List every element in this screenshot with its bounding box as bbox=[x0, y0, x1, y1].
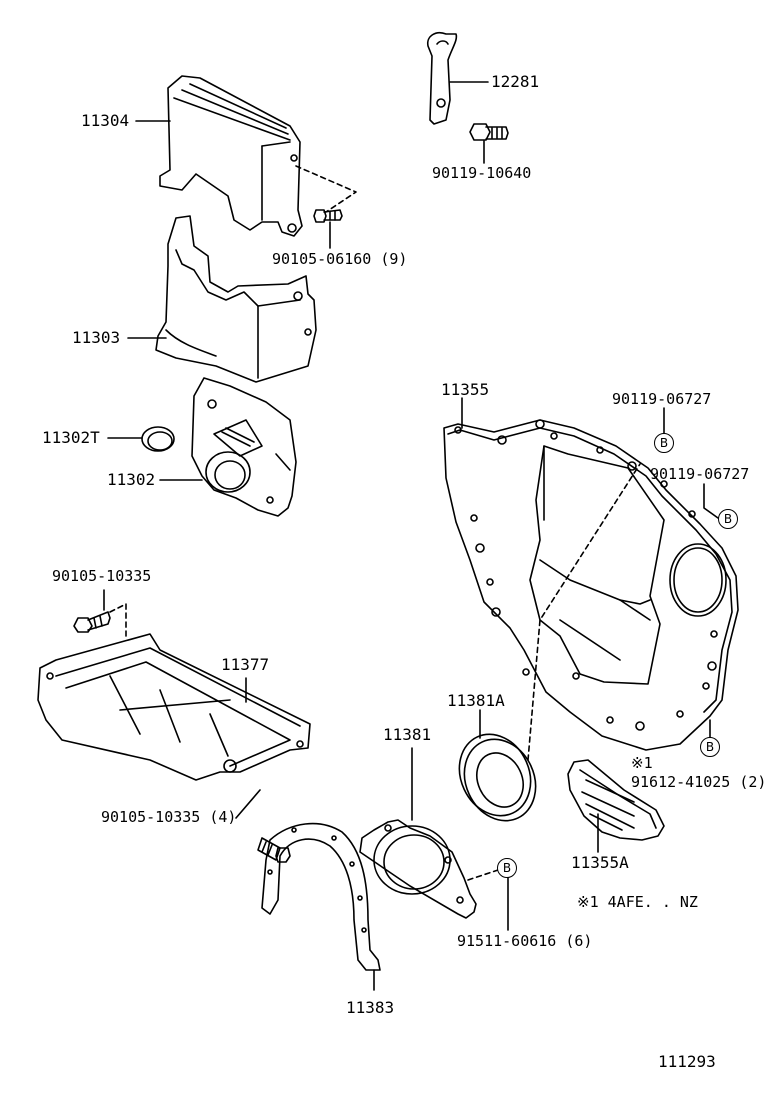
note-mark: ※1 bbox=[631, 754, 653, 772]
upper-cover-11304 bbox=[159, 75, 303, 237]
plug-11302T bbox=[141, 426, 175, 452]
reference-b-marker: B bbox=[700, 737, 720, 757]
label-90119-06727-b: 90119-06727 bbox=[650, 465, 750, 483]
dash-11304 bbox=[295, 165, 357, 213]
leader-90105-10335-4 bbox=[235, 789, 261, 819]
label-11355: 11355 bbox=[441, 380, 490, 399]
bracket-12281 bbox=[426, 31, 458, 125]
reference-b-marker: B bbox=[497, 858, 517, 878]
reference-b-marker: B bbox=[718, 509, 738, 529]
dash-91511 bbox=[467, 869, 499, 881]
label-11302T: 11302T bbox=[42, 428, 100, 447]
cover-11355A bbox=[567, 759, 665, 841]
bolt-90105-06160 bbox=[313, 209, 343, 223]
oil-pan-11377 bbox=[37, 633, 311, 781]
label-90105-10335-4: 90105-10335 (4) bbox=[101, 808, 237, 826]
label-90119-10640: 90119-10640 bbox=[432, 164, 532, 182]
end-plate-11355 bbox=[443, 419, 739, 751]
label-12281: 12281 bbox=[491, 72, 540, 91]
label-91511-60616: 91511-60616 (6) bbox=[457, 932, 593, 950]
middle-cover-11303 bbox=[155, 215, 317, 383]
gasket-11383 bbox=[261, 822, 381, 971]
oil-seal-11381A bbox=[458, 733, 537, 822]
label-11381A: 11381A bbox=[447, 691, 505, 710]
label-11355A: 11355A bbox=[571, 853, 629, 872]
label-11377: 11377 bbox=[221, 655, 270, 674]
label-11303: 11303 bbox=[72, 328, 121, 347]
retainer-11381 bbox=[359, 819, 477, 919]
bolt-90105-10335-4 bbox=[257, 837, 291, 863]
footnote: ※1 4AFE. . NZ bbox=[577, 893, 698, 911]
leader-90119-06727-b bbox=[703, 483, 719, 519]
lower-cover-11302 bbox=[191, 377, 297, 517]
bolt-90105-10335 bbox=[73, 611, 111, 633]
reference-b-marker: B bbox=[654, 433, 674, 453]
label-11383: 11383 bbox=[346, 998, 395, 1017]
label-91612-41025: 91612-41025 (2) bbox=[631, 773, 766, 791]
label-11302: 11302 bbox=[107, 470, 156, 489]
label-90119-06727-a: 90119-06727 bbox=[612, 390, 712, 408]
label-11304: 11304 bbox=[81, 111, 130, 130]
label-90105-06160: 90105-06160 (9) bbox=[272, 250, 408, 268]
dash-90105-10335 bbox=[109, 603, 127, 637]
label-11381: 11381 bbox=[383, 725, 432, 744]
bolt-90119-10640 bbox=[469, 123, 509, 141]
diagram-id: 111293 bbox=[658, 1052, 716, 1071]
label-90105-10335: 90105-10335 bbox=[52, 567, 152, 585]
